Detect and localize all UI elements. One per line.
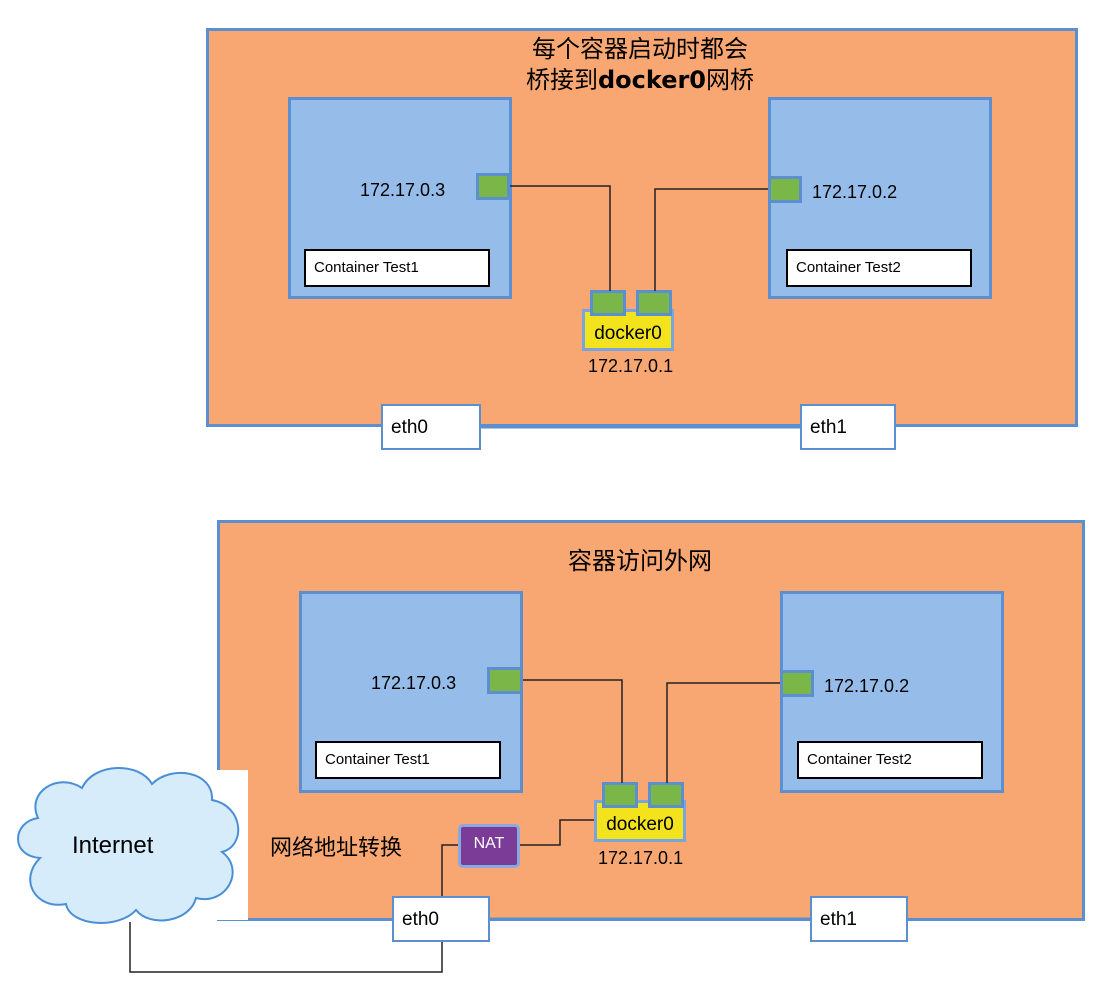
bridge-port-1-bottom (602, 782, 638, 808)
wire-test2-to-bridge-top (654, 188, 768, 291)
bridge-port-2-top (636, 290, 672, 316)
container-test1-ip-bottom: 172.17.0.3 (371, 673, 457, 693)
wire-eth0-to-internet (129, 922, 443, 973)
internet-cloud (17, 767, 240, 924)
docker0-ip-top: 172.17.0.1 (588, 356, 674, 376)
eth1-interface-top: eth1 (800, 404, 896, 450)
docker0-bridge-label-bottom: docker0 (606, 814, 674, 835)
wire-test2-to-bridge-bottom (666, 682, 780, 783)
bridge-port-1-top (590, 290, 626, 316)
wire-nat-to-eth0 (441, 844, 460, 898)
container-test2-ip-top: 172.17.0.2 (812, 182, 898, 202)
nat-caption: 网络地址转换 (270, 836, 403, 861)
container-test1-label-bottom: Container Test1 (315, 741, 501, 779)
docker0-bridge-top: docker0 (582, 309, 674, 351)
veth-port-test1-bottom (487, 667, 523, 694)
docker0-bridge-label-top: docker0 (594, 323, 662, 344)
container-test2-label-top: Container Test2 (786, 249, 972, 287)
top-title-line2: 桥接到docker0网桥 (525, 66, 755, 94)
container-test2-label-bottom: Container Test2 (797, 741, 983, 779)
docker0-ip-bottom: 172.17.0.1 (598, 848, 684, 868)
wire-test1-to-bridge-bottom (523, 679, 623, 783)
nat-box: NAT (458, 824, 520, 868)
top-title-line1: 每个容器启动时都会 (532, 35, 748, 63)
top-title: 每个容器启动时都会 桥接到docker0网桥 (440, 34, 840, 96)
bridge-port-2-bottom (648, 782, 684, 808)
container-test2-ip-bottom: 172.17.0.2 (824, 676, 910, 696)
container-test1-ip-top: 172.17.0.3 (360, 180, 446, 200)
veth-port-test2-top (768, 176, 802, 203)
container-test1-label-top: Container Test1 (304, 249, 490, 287)
eth1-interface-bottom: eth1 (810, 896, 908, 942)
internet-label: Internet (72, 832, 154, 859)
wire-bridge-to-nat (520, 819, 594, 846)
veth-port-test1-top (476, 173, 510, 200)
bottom-title: 容器访问外网 (568, 547, 712, 575)
veth-port-test2-bottom (780, 670, 814, 697)
eth0-interface-bottom: eth0 (392, 896, 490, 942)
eth0-interface-top: eth0 (381, 404, 481, 450)
wire-test1-to-bridge-top (510, 185, 611, 291)
